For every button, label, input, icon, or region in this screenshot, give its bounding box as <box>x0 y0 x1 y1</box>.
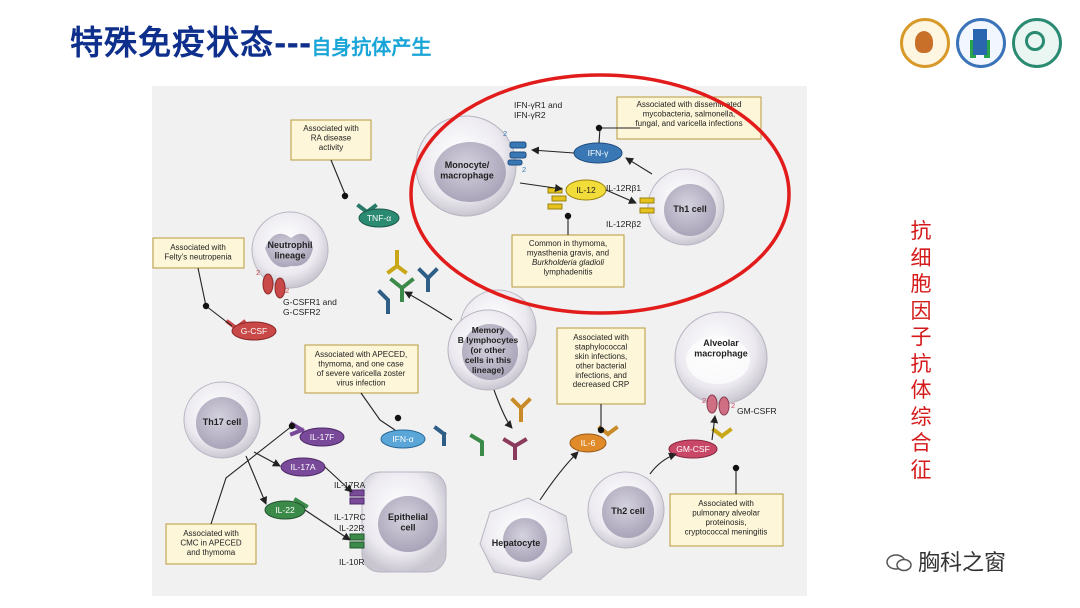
hepatocyte-label: Hepatocyte <box>492 538 541 548</box>
note-thymoma: Common in thymoma,myasthenia gravis, and… <box>511 234 625 288</box>
wechat-icon <box>886 554 912 572</box>
receptor-num-2: 2 <box>522 165 526 174</box>
monocyte-label: Monocyte/macrophage <box>440 160 494 181</box>
title-subtitle: 自身抗体产生 <box>311 35 432 59</box>
il17rc-label: IL-17RC <box>334 512 366 522</box>
ifngr-receptor-icon <box>507 141 527 166</box>
th17-label: Th17 cell <box>203 417 242 427</box>
receptor-num-3: 2 <box>256 268 260 277</box>
il22-cytokine: IL-22 <box>264 500 306 520</box>
pathway-arrows <box>197 127 737 541</box>
il17r-receptor-icon <box>349 489 365 505</box>
institution-logos <box>900 18 1062 68</box>
monocyte-cell: Monocyte/macrophage <box>415 115 517 217</box>
th1-label: Th1 cell <box>673 204 707 214</box>
antibody-icons <box>225 203 733 509</box>
svg-text:Associated with APECED,thymoma: Associated with APECED,thymoma, and one … <box>315 350 407 387</box>
note-apeced: Associated with APECED,thymoma, and one … <box>304 344 419 394</box>
hepatocyte-cell: Hepatocyte <box>479 497 573 581</box>
slide-title: 特殊免疫状态---自身抗体产生 <box>70 16 431 64</box>
il17ra-label: IL-17RA <box>334 480 366 490</box>
il17a-cytokine: IL-17A <box>280 457 326 477</box>
receptor-num-6: 2 <box>731 401 735 410</box>
il22r-label: IL-22R <box>339 523 365 533</box>
blocker-dots <box>202 124 740 472</box>
tnf-cytokine: TNF-α <box>358 208 400 228</box>
svg-text:IFN-α: IFN-α <box>392 434 414 444</box>
svg-text:IFN-γ: IFN-γ <box>588 148 610 158</box>
watermark: 胸科之窗 <box>886 545 1006 577</box>
title-main: 特殊免疫状态 <box>70 23 274 62</box>
svg-text:IL-6: IL-6 <box>581 438 596 448</box>
gcsfr-receptor-icon <box>262 273 286 299</box>
il6-cytokine: IL-6 <box>569 433 607 453</box>
side-note-vertical: 抗细胞因子抗体综合征 <box>910 219 932 482</box>
svg-text:IL-22: IL-22 <box>275 505 295 515</box>
il12rb1-label: IL-12Rβ1 <box>606 183 641 193</box>
medical-cross-logo-icon <box>956 18 1006 68</box>
ifn-alpha-cytokine: IFN-α <box>380 429 426 449</box>
il17f-cytokine: IL-17F <box>299 427 345 447</box>
svg-text:IL-17A: IL-17A <box>290 462 315 472</box>
gcsf-cytokine: G-CSF <box>231 321 277 341</box>
receptor-num-4: 2 <box>285 286 289 295</box>
th2-cell: Th2 cell <box>587 471 665 549</box>
ifn-gamma-cytokine: IFN-γ <box>573 142 623 164</box>
svg-text:G-CSF: G-CSF <box>241 326 267 336</box>
highlight-ring <box>409 73 791 315</box>
gmcsf-cytokine: GM-CSF <box>668 439 718 459</box>
title-dash: --- <box>274 27 312 62</box>
watermark-text: 胸科之窗 <box>918 551 1007 576</box>
th1-cell: Th1 cell <box>647 168 725 246</box>
il10r-label: IL-10R <box>339 557 365 567</box>
gmcsfr-label: GM-CSFR <box>737 406 777 416</box>
il12rb2-label: IL-12Rβ2 <box>606 219 641 229</box>
th2-label: Th2 cell <box>611 506 645 516</box>
svg-text:Common in thymoma,myasthenia g: Common in thymoma,myasthenia gravis, and… <box>527 239 609 276</box>
th17-cell: Th17 cell <box>183 381 261 459</box>
association-logo-icon <box>1012 18 1062 68</box>
il12-cytokine: IL-12 <box>565 179 607 201</box>
receptor-num-5: 2 <box>702 396 706 405</box>
hospital-logo-icon <box>900 18 950 68</box>
svg-text:IL-17F: IL-17F <box>310 432 335 442</box>
il12-receptor-on-th1-icon <box>639 197 655 214</box>
gmcsfr-receptor-icon <box>706 394 730 416</box>
receptor-num-1: 2 <box>503 129 507 138</box>
svg-text:IL-12: IL-12 <box>576 185 596 195</box>
svg-text:TNF-α: TNF-α <box>367 213 391 223</box>
svg-text:GM-CSF: GM-CSF <box>676 444 710 454</box>
